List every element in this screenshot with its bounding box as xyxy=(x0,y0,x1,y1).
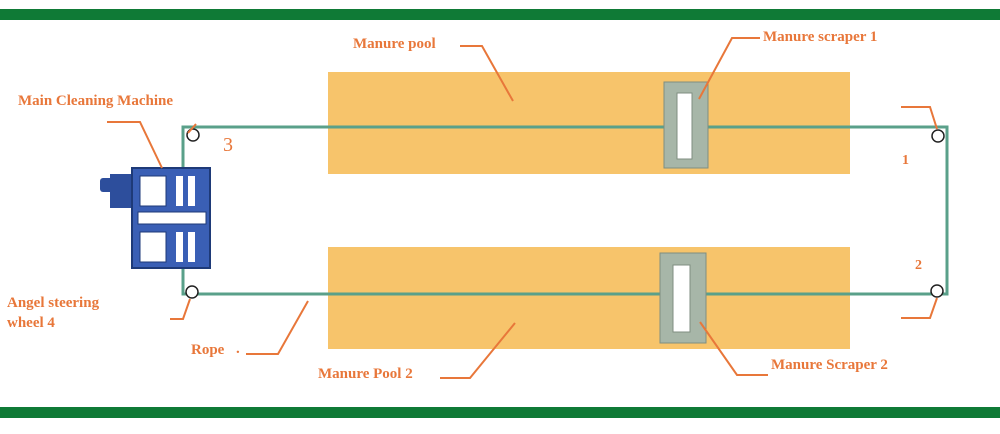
label-manure-scraper-1: Manure scraper 1 xyxy=(763,29,878,45)
bottom-green-border xyxy=(0,407,1000,418)
leader-manure-pool xyxy=(460,45,514,102)
steering-wheel-2 xyxy=(930,284,944,298)
number-1: 1 xyxy=(902,153,909,168)
manure-pool-1 xyxy=(328,72,850,174)
leader-main-cleaning-machine xyxy=(107,121,163,169)
top-green-border xyxy=(0,9,1000,20)
leader-angel-steering-wheel xyxy=(170,298,191,320)
label-rope: Rope xyxy=(191,342,225,358)
leader-wheel-1 xyxy=(901,106,938,130)
label-manure-scraper-2: Manure Scraper 2 xyxy=(771,357,888,373)
leader-rope xyxy=(246,300,309,355)
label-angel-steering-line1: Angel steering xyxy=(7,295,100,311)
leader-manure-pool-2 xyxy=(440,322,516,379)
steering-wheel-4 xyxy=(185,285,199,299)
label-main-cleaning-machine: Main Cleaning Machine xyxy=(18,93,174,109)
steering-wheel-1 xyxy=(931,129,945,143)
leader-wheel-2 xyxy=(901,297,938,319)
number-3: 3 xyxy=(223,134,233,156)
leader-wheel-3 xyxy=(187,123,197,134)
main-cleaning-machine xyxy=(100,167,211,269)
label-angel-steering-line2: wheel 4 xyxy=(7,315,55,331)
label-manure-pool-2: Manure Pool 2 xyxy=(318,366,413,382)
number-2: 2 xyxy=(915,258,922,273)
manure-pool-2 xyxy=(328,247,850,349)
leader-manure-scraper-2 xyxy=(699,321,768,376)
manure-scraper-2 xyxy=(659,252,707,344)
label-rope-dot: . xyxy=(236,341,240,357)
label-manure-pool: Manure pool xyxy=(353,36,436,52)
leader-manure-scraper-1 xyxy=(698,37,760,100)
